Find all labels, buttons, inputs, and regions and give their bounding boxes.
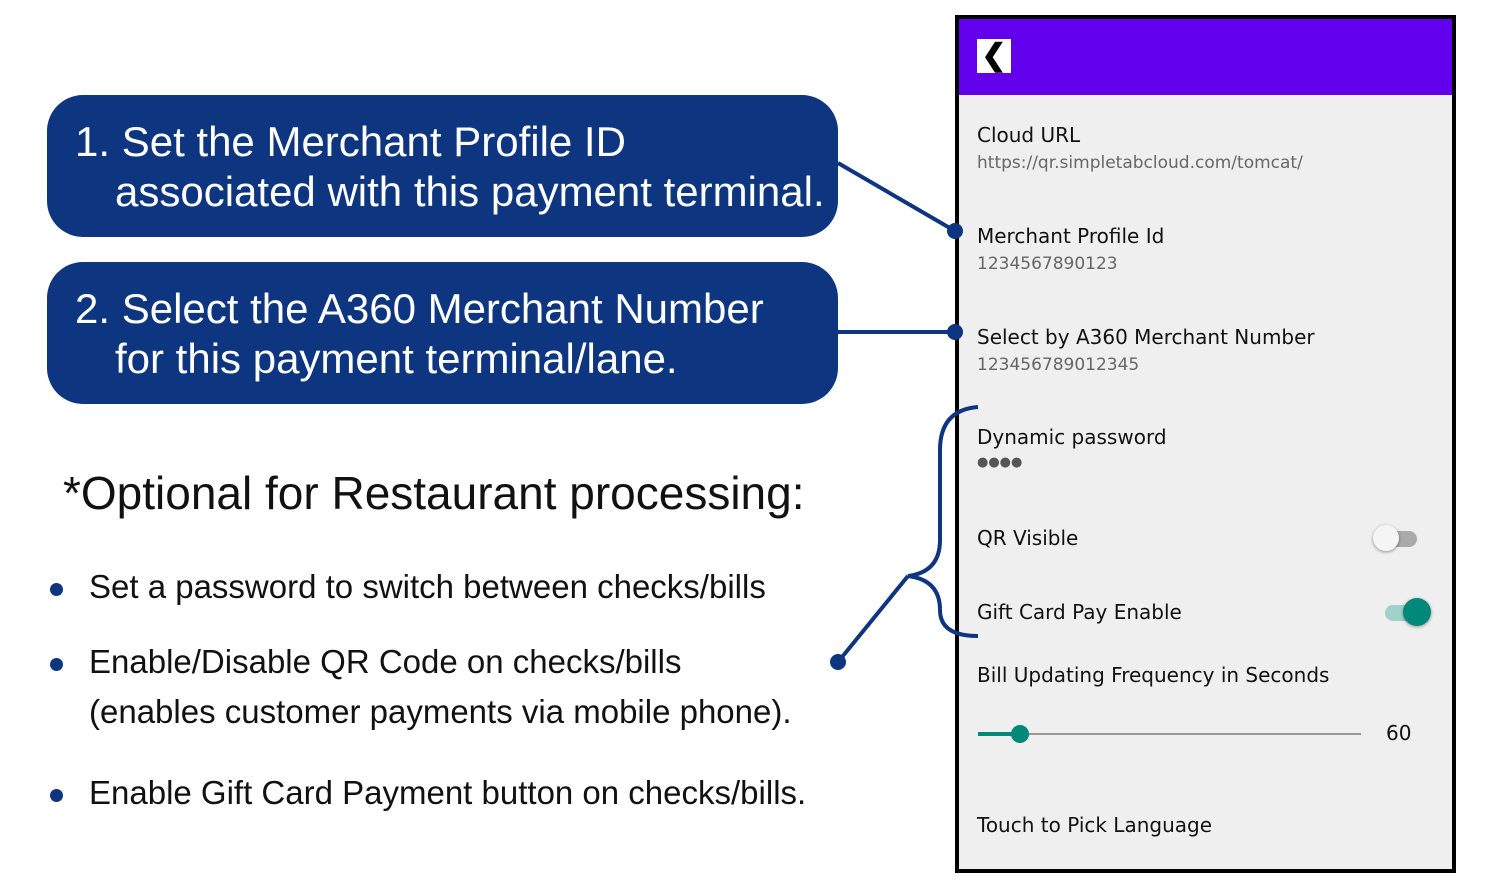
bullet-item: Enable Gift Card Payment button on check… (50, 768, 806, 818)
bullet-icon (50, 583, 63, 596)
pref-bill-frequency: Bill Updating Frequency in Seconds (977, 663, 1329, 687)
bullet-text: Set a password to switch between checks/… (89, 568, 766, 605)
pref-summary: 123456789012345 (977, 355, 1140, 375)
slider-thumb[interactable] (1011, 725, 1030, 743)
pref-merchant-number[interactable]: Select by A360 Merchant Number 1234567890… (977, 325, 1315, 375)
qr-visible-switch[interactable] (1373, 525, 1421, 551)
pref-title: Dynamic password (977, 425, 1167, 449)
pref-title: Select by A360 Merchant Number (977, 325, 1315, 349)
callout-merchant-profile: 1. Set the Merchant Profile ID associate… (47, 95, 838, 237)
bullet-text: Enable/Disable QR Code on checks/bills (89, 643, 682, 680)
slider-track (978, 733, 1361, 735)
bullet-icon (50, 789, 63, 802)
callout-text: 1. Set the Merchant Profile ID (75, 118, 626, 165)
bullet-item: Set a password to switch between checks/… (50, 562, 766, 612)
callout-text: 2. Select the A360 Merchant Number (75, 285, 764, 332)
pref-dynamic-password[interactable]: Dynamic password ●●●● (977, 425, 1167, 470)
pref-title: QR Visible (977, 526, 1079, 550)
callout-text: for this payment terminal/lane. (115, 335, 678, 382)
connector-line (836, 161, 957, 233)
pref-gift-card[interactable]: Gift Card Pay Enable (977, 600, 1182, 624)
pref-title: Bill Updating Frequency in Seconds (977, 663, 1330, 687)
pref-merchant-profile-id[interactable]: Merchant Profile Id 1234567890123 (977, 224, 1164, 274)
frequency-slider[interactable] (978, 723, 1361, 745)
pref-summary: https://qr.simpletabcloud.com/tomcat/ (977, 153, 1303, 173)
pref-language[interactable]: Touch to Pick Language (977, 813, 1212, 837)
pref-title: Cloud URL (977, 123, 1081, 147)
optional-heading: *Optional for Restaurant processing: (63, 467, 805, 519)
bullet-text: Enable Gift Card Payment button on check… (89, 774, 807, 811)
callout-text: associated with this payment terminal. (115, 168, 825, 215)
pref-summary: ●●●● (977, 455, 1023, 470)
switch-thumb (1403, 598, 1431, 626)
slider-fill (978, 732, 1021, 736)
switch-thumb (1373, 525, 1399, 551)
pref-title: Merchant Profile Id (977, 224, 1165, 248)
bullet-item: Enable/Disable QR Code on checks/bills (e… (50, 637, 792, 737)
bullet-icon (50, 658, 63, 671)
pref-summary: 1234567890123 (977, 254, 1118, 274)
pref-title: Gift Card Pay Enable (977, 600, 1182, 624)
slider-value: 60 (1386, 721, 1412, 745)
pref-title: Touch to Pick Language (977, 813, 1213, 837)
callout-merchant-number: 2. Select the A360 Merchant Number for t… (47, 262, 838, 404)
connector-dot (830, 654, 846, 670)
bullet-text: (enables customer payments via mobile ph… (89, 693, 792, 730)
connector-line (836, 574, 910, 664)
pref-qr-visible[interactable]: QR Visible (977, 526, 1078, 550)
settings-screen: ❮ Cloud URL https://qr.simpletabcloud.com… (955, 15, 1456, 873)
app-bar: ❮ (959, 19, 1452, 95)
back-button[interactable]: ❮ (977, 39, 1011, 73)
pref-cloud-url[interactable]: Cloud URL https://qr.simpletabcloud.com/t… (977, 123, 1303, 173)
gift-card-switch[interactable] (1381, 598, 1431, 626)
